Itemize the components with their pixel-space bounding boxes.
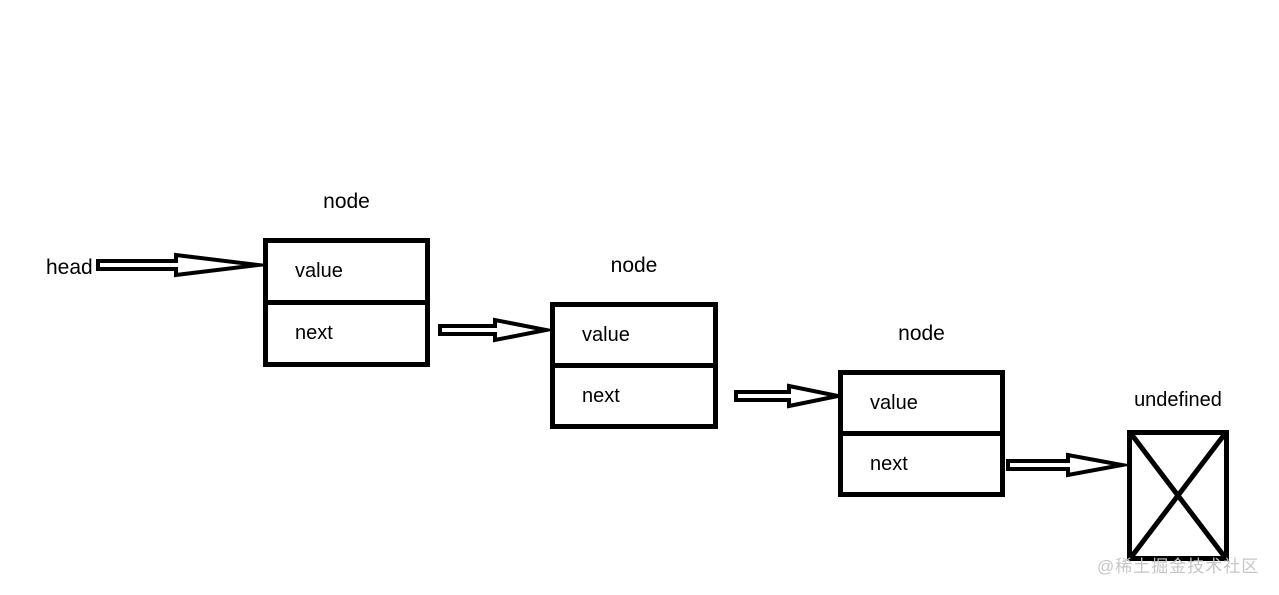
node-title: node	[610, 254, 658, 277]
node-next-cell: next	[555, 363, 713, 424]
next-arrow-right-icon	[734, 383, 849, 409]
next-arrow-right-icon	[1006, 452, 1133, 478]
node-box: value next	[838, 370, 1005, 497]
head-arrow-right-icon	[96, 252, 275, 278]
head-label: head	[46, 256, 93, 279]
terminator-box	[1127, 430, 1229, 561]
node-title: node	[898, 322, 945, 345]
next-arrow-right-icon	[438, 317, 557, 343]
node-box: value next	[263, 238, 430, 367]
node-next-cell: next	[843, 431, 1000, 492]
terminator-label: undefined	[1134, 389, 1222, 411]
node-box: value next	[550, 302, 718, 429]
node-next-cell: next	[268, 300, 425, 362]
node-value-cell: value	[870, 391, 918, 414]
node-value-cell: value	[582, 323, 630, 346]
node-value-cell: value	[295, 260, 343, 282]
node-title: node	[323, 190, 370, 213]
watermark: @稀土掘金技术社区	[1097, 557, 1260, 576]
null-cross-icon	[1132, 435, 1224, 556]
